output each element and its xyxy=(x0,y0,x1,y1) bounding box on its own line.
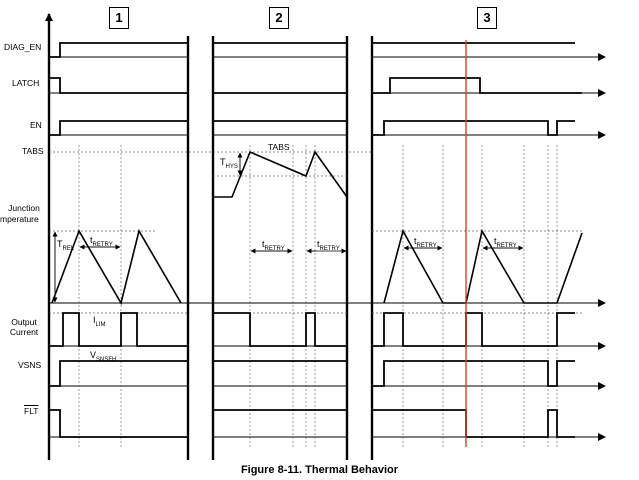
panel-number-1: 1 xyxy=(109,7,129,29)
output-label-line2: Current xyxy=(9,327,39,337)
tabs-label: TABS xyxy=(22,146,44,156)
event-lines xyxy=(78,145,558,448)
tretry-annotation-p2b: tRETRY xyxy=(317,239,340,252)
panel-number-2: 2 xyxy=(269,7,289,29)
vsns-label: VSNS xyxy=(18,360,42,370)
tretry-annotation-p2a: tRETRY xyxy=(262,239,285,252)
diag-en-waveform xyxy=(49,42,575,58)
vsnsfh-annotation: VSNSFH xyxy=(90,350,117,363)
panel3-baselines xyxy=(372,53,606,441)
flt-waveform xyxy=(49,409,575,438)
en-waveform xyxy=(49,120,575,136)
tretry-annotation-p3b: tRETRY xyxy=(494,236,517,249)
vsns-waveform xyxy=(49,360,575,387)
panel-axes xyxy=(45,13,374,460)
tabs-annotation-panel2: TABS xyxy=(268,142,290,152)
output-label-line1: Output xyxy=(11,317,37,327)
en-label: EN xyxy=(30,120,42,130)
ilim-annotation: ILIM xyxy=(93,315,106,328)
tretry-annotation-p3a: tRETRY xyxy=(414,236,437,249)
panel-number-3: 3 xyxy=(477,7,497,29)
latch-label: LATCH xyxy=(12,78,40,88)
junction-temperature-waveform xyxy=(51,150,583,306)
trel-annotation: TREL xyxy=(57,239,75,252)
tretry-annotation-p1: tRETRY xyxy=(90,235,113,248)
interval-arrows xyxy=(52,152,524,303)
thys-annotation: THYS xyxy=(220,157,238,170)
output-current-waveform xyxy=(49,312,575,347)
figure-caption: Figure 8-11. Thermal Behavior xyxy=(240,464,399,476)
junction-label-line2: mperature xyxy=(0,214,39,224)
reference-levels xyxy=(49,151,582,314)
latch-waveform xyxy=(49,77,582,94)
flt-label: FLT xyxy=(24,406,39,416)
diag-en-label: DIAG_EN xyxy=(4,42,42,52)
junction-label-line1: Junction xyxy=(8,203,40,213)
